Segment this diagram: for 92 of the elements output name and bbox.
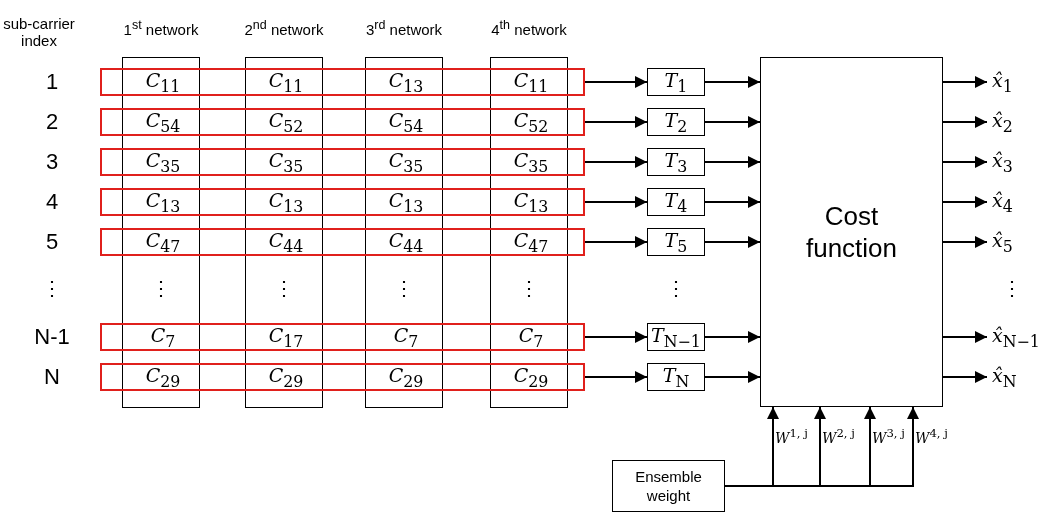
cell-text: C$_{7}$: [517, 325, 545, 349]
cost-function-box: Cost function: [760, 57, 943, 407]
ellipsis: ⋮: [393, 275, 415, 301]
arrow: [584, 116, 648, 128]
cell-text: C$_{11}$: [144, 70, 182, 94]
output-symbol: x̂$_{4}$: [992, 188, 1054, 216]
arrow: [942, 116, 988, 128]
transform-box: T$_{N}$: [647, 363, 705, 391]
cell-text: C$_{13}$: [144, 190, 182, 214]
transform-box: T$_{N−1}$: [647, 323, 705, 351]
cell-text: C$_{13}$: [267, 190, 305, 214]
cell-text: C$_{52}$: [512, 110, 550, 134]
arrow: [724, 406, 919, 487]
row-box: [100, 108, 585, 136]
output-symbol: x̂$_{5}$: [992, 228, 1054, 256]
ensemble-weight-box: Ensemble weight: [612, 460, 725, 512]
cell-text: C$_{54}$: [144, 110, 182, 134]
arrow: [942, 236, 988, 248]
cell-text: C$_{35}$: [387, 150, 425, 174]
cell-text: C$_{52}$: [267, 110, 305, 134]
ellipsis: ⋮: [273, 275, 295, 301]
output-symbol: x̂$_{1}$: [992, 68, 1054, 96]
column-heading: 1$^{st}$ network: [122, 17, 200, 40]
cell-text: C$_{29}$: [512, 365, 550, 389]
cell-text: C$_{29}$: [387, 365, 425, 389]
arrow: [584, 236, 648, 248]
cell-text: C$_{35}$: [144, 150, 182, 174]
cell-text: C$_{47}$: [512, 230, 550, 254]
cell-text: C$_{35}$: [512, 150, 550, 174]
index-number: N: [43, 363, 61, 391]
output-symbol: x̂$_{3}$: [992, 148, 1054, 176]
axis-title: sub-carrier index: [2, 13, 76, 51]
row-box: [100, 188, 585, 216]
cell-text: C$_{44}$: [387, 230, 425, 254]
column-heading: 2$^{nd}$ network: [243, 17, 325, 40]
output-symbol: x̂$_{N−1}$: [992, 323, 1054, 351]
column-heading: 3$^{rd}$ network: [364, 17, 444, 40]
index-number: 5: [44, 228, 60, 256]
arrow: [942, 196, 988, 208]
arrow: [584, 156, 648, 168]
cell-text: C$_{44}$: [267, 230, 305, 254]
cell-text: C$_{47}$: [144, 230, 182, 254]
arrow: [584, 331, 648, 343]
row-box: [100, 228, 585, 256]
transform-box: T$_{2}$: [647, 108, 705, 136]
cell-text: C$_{35}$: [267, 150, 305, 174]
cell-text: C$_{13}$: [387, 190, 425, 214]
arrow: [942, 371, 988, 383]
cell-text: C$_{17}$: [267, 325, 305, 349]
arrow: [942, 156, 988, 168]
cell-text: C$_{11}$: [512, 70, 550, 94]
ellipsis: ⋮: [665, 275, 687, 301]
arrow: [704, 331, 761, 343]
cell-text: C$_{13}$: [387, 70, 425, 94]
cell-text: C$_{11}$: [267, 70, 305, 94]
ellipsis: ⋮: [1001, 275, 1023, 301]
output-symbol: x̂$_{N}$: [992, 363, 1054, 391]
index-number: 1: [44, 68, 60, 96]
column-heading: 4$^{th}$ network: [490, 17, 568, 40]
arrow: [584, 76, 648, 88]
output-symbol: x̂$_{2}$: [992, 108, 1054, 136]
arrow: [704, 196, 761, 208]
cell-text: C$_{54}$: [387, 110, 425, 134]
transform-box: T$_{4}$: [647, 188, 705, 216]
arrow: [942, 76, 988, 88]
arrow: [704, 156, 761, 168]
ellipsis: ⋮: [150, 275, 172, 301]
row-box: [100, 68, 585, 96]
arrow: [704, 116, 761, 128]
cell-text: C$_{13}$: [512, 190, 550, 214]
transform-box: T$_{5}$: [647, 228, 705, 256]
arrow: [704, 76, 761, 88]
index-number: 4: [44, 188, 60, 216]
ellipsis: ⋮: [41, 275, 63, 301]
arrow: [704, 371, 761, 383]
index-number: 2: [44, 108, 60, 136]
row-box: [100, 363, 585, 391]
index-number: N-1: [33, 323, 71, 351]
row-box: [100, 148, 585, 176]
arrow: [584, 196, 648, 208]
transform-box: T$_{3}$: [647, 148, 705, 176]
arrow: [942, 331, 988, 343]
cell-text: C$_{7}$: [392, 325, 420, 349]
index-number: 3: [44, 148, 60, 176]
arrow: [584, 371, 648, 383]
cell-text: C$_{29}$: [144, 365, 182, 389]
ellipsis: ⋮: [518, 275, 540, 301]
transform-box: T$_{1}$: [647, 68, 705, 96]
cell-text: C$_{7}$: [149, 325, 177, 349]
arrow: [704, 236, 761, 248]
row-box: [100, 323, 585, 351]
cell-text: C$_{29}$: [267, 365, 305, 389]
